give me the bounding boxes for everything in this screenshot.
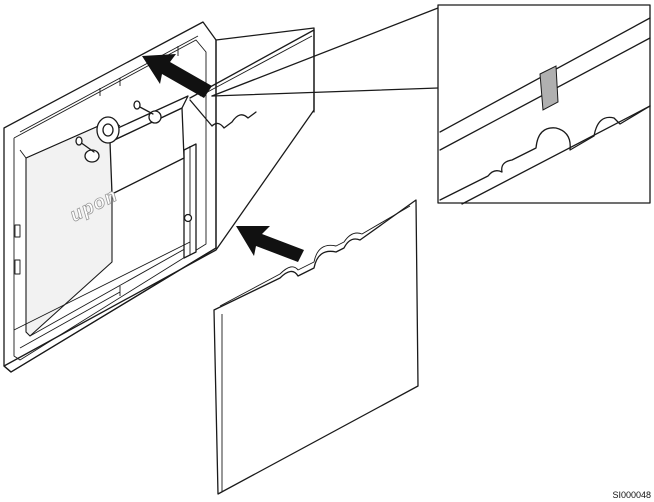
mounting-bracket	[75, 95, 189, 195]
callout-leader-top	[211, 7, 439, 97]
figure-code: SI000048	[612, 490, 651, 500]
cover-panel-face	[213, 199, 419, 495]
frame-notches	[189, 99, 257, 129]
rail-screw	[183, 213, 193, 223]
faceplate-frame	[3, 27, 315, 373]
detail-callout	[211, 4, 651, 205]
bracket-pin-left	[84, 149, 100, 163]
frame-top-edge	[189, 29, 315, 113]
housing-inner-rim	[13, 39, 207, 361]
insert-arrow-bottom	[236, 226, 304, 262]
callout-tape-strip	[539, 65, 559, 111]
callout-leader-bottom	[211, 87, 439, 97]
frame-outer	[3, 27, 315, 373]
insert-arrow-top	[142, 54, 212, 98]
cover-panel	[213, 199, 419, 495]
